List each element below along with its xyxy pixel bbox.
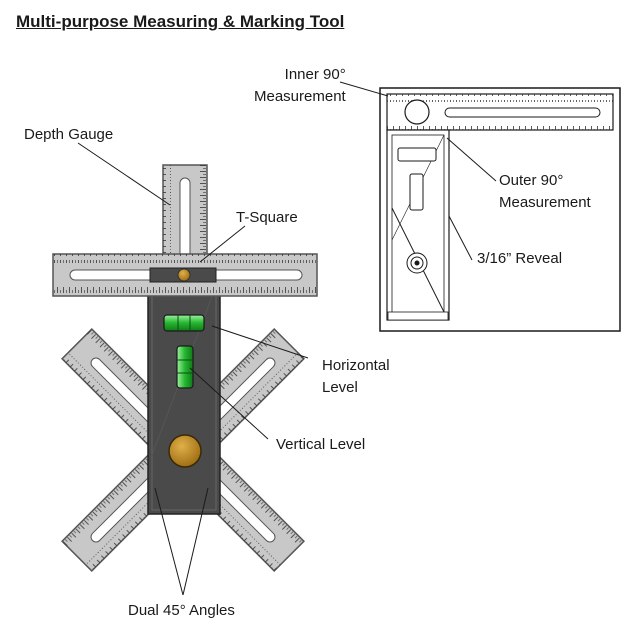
- label-vertical-level: Vertical Level: [276, 436, 366, 453]
- locking-knob: [168, 434, 202, 468]
- label-outer-90: Outer 90° Measurement: [499, 170, 591, 214]
- label-outer-90-line1: Outer 90°: [499, 172, 564, 189]
- label-inner-90-line2: Measurement: [254, 88, 346, 105]
- leader-lines: [77, 142, 309, 596]
- label-t-square: T-Square: [236, 209, 298, 226]
- vertical-level-vial: [176, 345, 194, 389]
- horizontal-level-vial: [163, 314, 205, 332]
- label-reveal: 3/16” Reveal: [477, 250, 563, 267]
- t-square-ruler: [52, 253, 318, 297]
- main-tool: [52, 164, 318, 572]
- label-depth-gauge: Depth Gauge: [24, 126, 114, 143]
- label-horizontal-level: Horizontal Level: [322, 355, 390, 399]
- label-inner-90: Inner 90° Measurement: [254, 64, 346, 108]
- label-horizontal-level-line2: Level: [322, 379, 358, 396]
- label-outer-90-line2: Measurement: [499, 194, 591, 211]
- label-horizontal-level-line1: Horizontal: [322, 357, 390, 374]
- label-inner-90-line1: Inner 90°: [284, 66, 346, 83]
- inset-panel: [339, 81, 621, 332]
- label-dual-angles: Dual 45° Angles: [128, 602, 235, 619]
- page-title: Multi-purpose Measuring & Marking Tool: [16, 12, 345, 31]
